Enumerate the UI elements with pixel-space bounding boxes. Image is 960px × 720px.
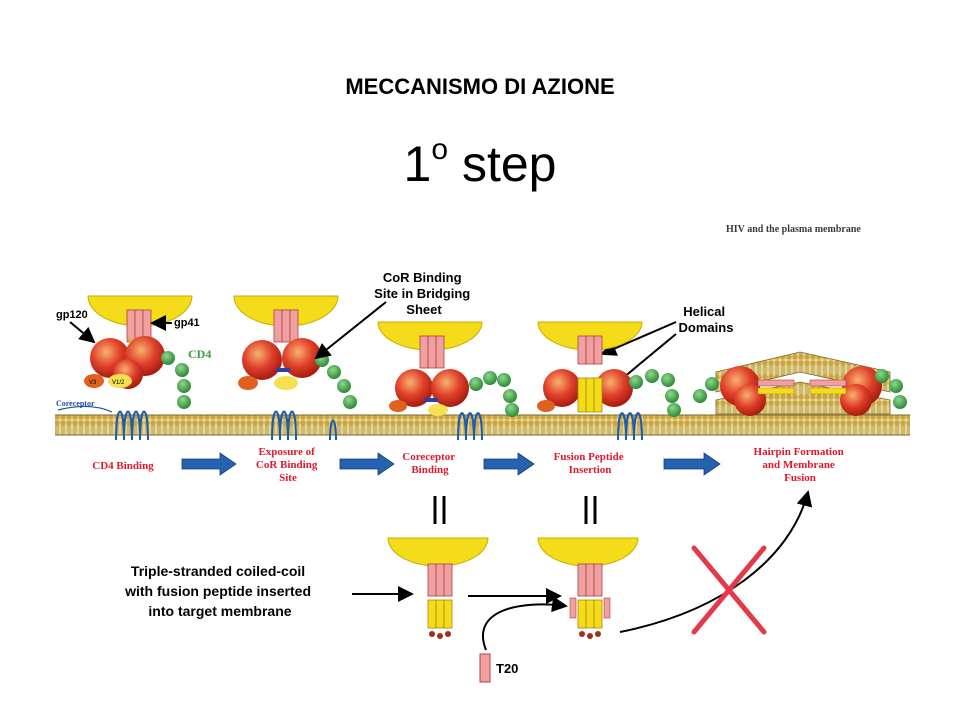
blue-arrow [483, 452, 535, 476]
stage-label-4: Fusion Peptide Insertion [554, 451, 627, 476]
stage-3-coreceptor [377, 321, 519, 441]
step-subtitle: 1o step [0, 120, 960, 194]
blue-arrow [339, 452, 395, 476]
helical-label: Helical Domains [679, 304, 734, 335]
v3-label: V3 [89, 380, 97, 386]
stage-5-hairpin-fusion [693, 351, 907, 416]
figure-caption: HIV and the plasma membrane [726, 224, 861, 235]
cd4-label: CD4 [188, 347, 211, 361]
stage-label-5: Hairpin Formation and Membrane Fusion [754, 446, 847, 484]
stage-2-exposure [233, 295, 357, 441]
v12-label: V1/2 [112, 380, 125, 386]
t20-label: T20 [496, 661, 518, 676]
coreceptor-label: Coreceptor [56, 399, 95, 408]
step-ordinal: o [431, 133, 449, 166]
triple-stranded-label: Triple-stranded coiled-coil with fusion … [124, 563, 315, 619]
block-cross-icon [691, 545, 767, 635]
stage-label-1: CD4 Binding [92, 460, 154, 472]
stage-1-cd4-binding: V3 V1/2 CD4 gp120 gp41 Coreceptor [56, 295, 211, 441]
stage-label-2: Exposure of CoR Binding Site [256, 446, 320, 484]
blue-arrow [663, 452, 721, 476]
t20-peptide: T20 [479, 596, 568, 683]
gp120-label: gp120 [56, 309, 88, 321]
stage-4-fusion-peptide [537, 321, 681, 441]
fusion-curve-arrow [619, 490, 813, 633]
blue-arrow [181, 452, 237, 476]
lower-complex-left [387, 537, 489, 639]
equals-marks [433, 496, 597, 524]
lower-complex-right [537, 537, 639, 639]
step-word: step [461, 136, 557, 192]
gp41-label: gp41 [174, 317, 200, 329]
stage-arrows [181, 452, 721, 476]
cor-binding-label: CoR Binding Site in Bridging Sheet [374, 270, 474, 317]
page-title: MECCANISMO DI AZIONE [345, 74, 615, 99]
step-number: 1 [403, 136, 432, 192]
stage-label-3: Coreceptor Binding [402, 451, 458, 476]
